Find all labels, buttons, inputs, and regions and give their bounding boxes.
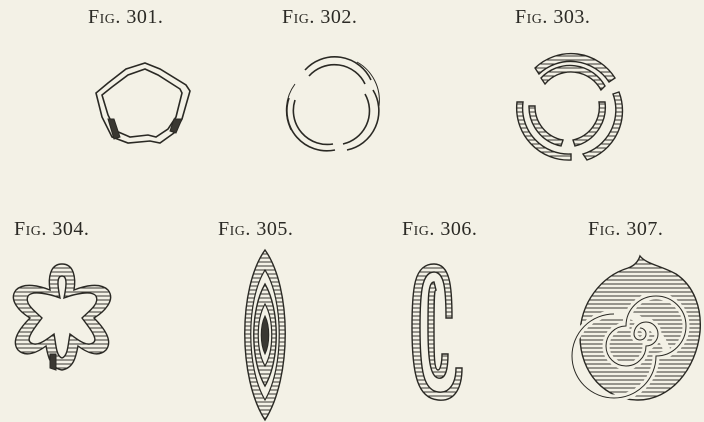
caption-fig-306: Fig. 306. [402, 218, 477, 241]
caption-fig-307: Fig. 307. [588, 218, 663, 241]
fig-306-elongated-spiral-illustration [404, 258, 474, 408]
fig-303-multi-arc-ring-illustration [505, 42, 635, 172]
caption-fig-303: Fig. 303. [515, 6, 590, 29]
fig-305-nested-lens-illustration [230, 248, 300, 422]
caption-fig-302: Fig. 302. [282, 6, 357, 29]
caption-fig-304: Fig. 304. [14, 218, 89, 241]
fig-307-round-spiral-illustration [576, 250, 704, 410]
fig-304-star-ring-illustration [4, 258, 124, 378]
fig-301-pentagon-ring-illustration [90, 55, 200, 155]
caption-fig-305: Fig. 305. [218, 218, 293, 241]
caption-fig-301: Fig. 301. [88, 6, 163, 29]
fig-302-split-ring-illustration [275, 50, 387, 162]
